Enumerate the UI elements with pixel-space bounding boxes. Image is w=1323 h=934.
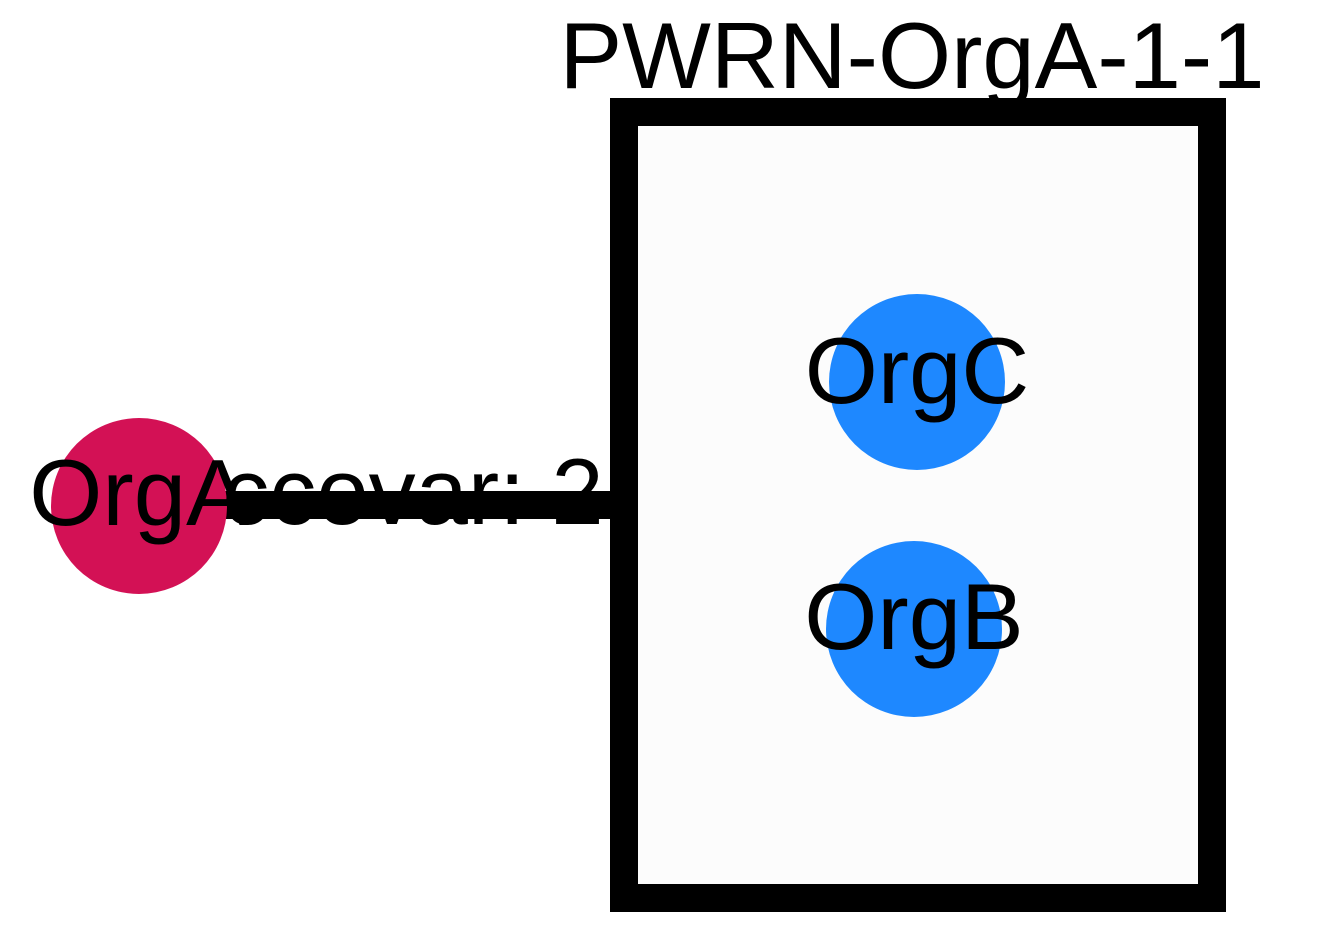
node-orgc-circle[interactable] — [829, 294, 1005, 470]
node-orga-label: OrgA — [29, 440, 249, 545]
node-orgc-label: OrgC — [805, 318, 1030, 423]
edge-label: ccovar: 2 — [222, 439, 603, 544]
node-orgb-circle[interactable] — [826, 541, 1002, 717]
node-orgb-label: OrgB — [804, 564, 1023, 669]
group-box — [610, 98, 1226, 912]
node-orga-circle[interactable] — [51, 418, 227, 594]
group-title: PWRN-OrgA-1-1 — [559, 3, 1264, 108]
